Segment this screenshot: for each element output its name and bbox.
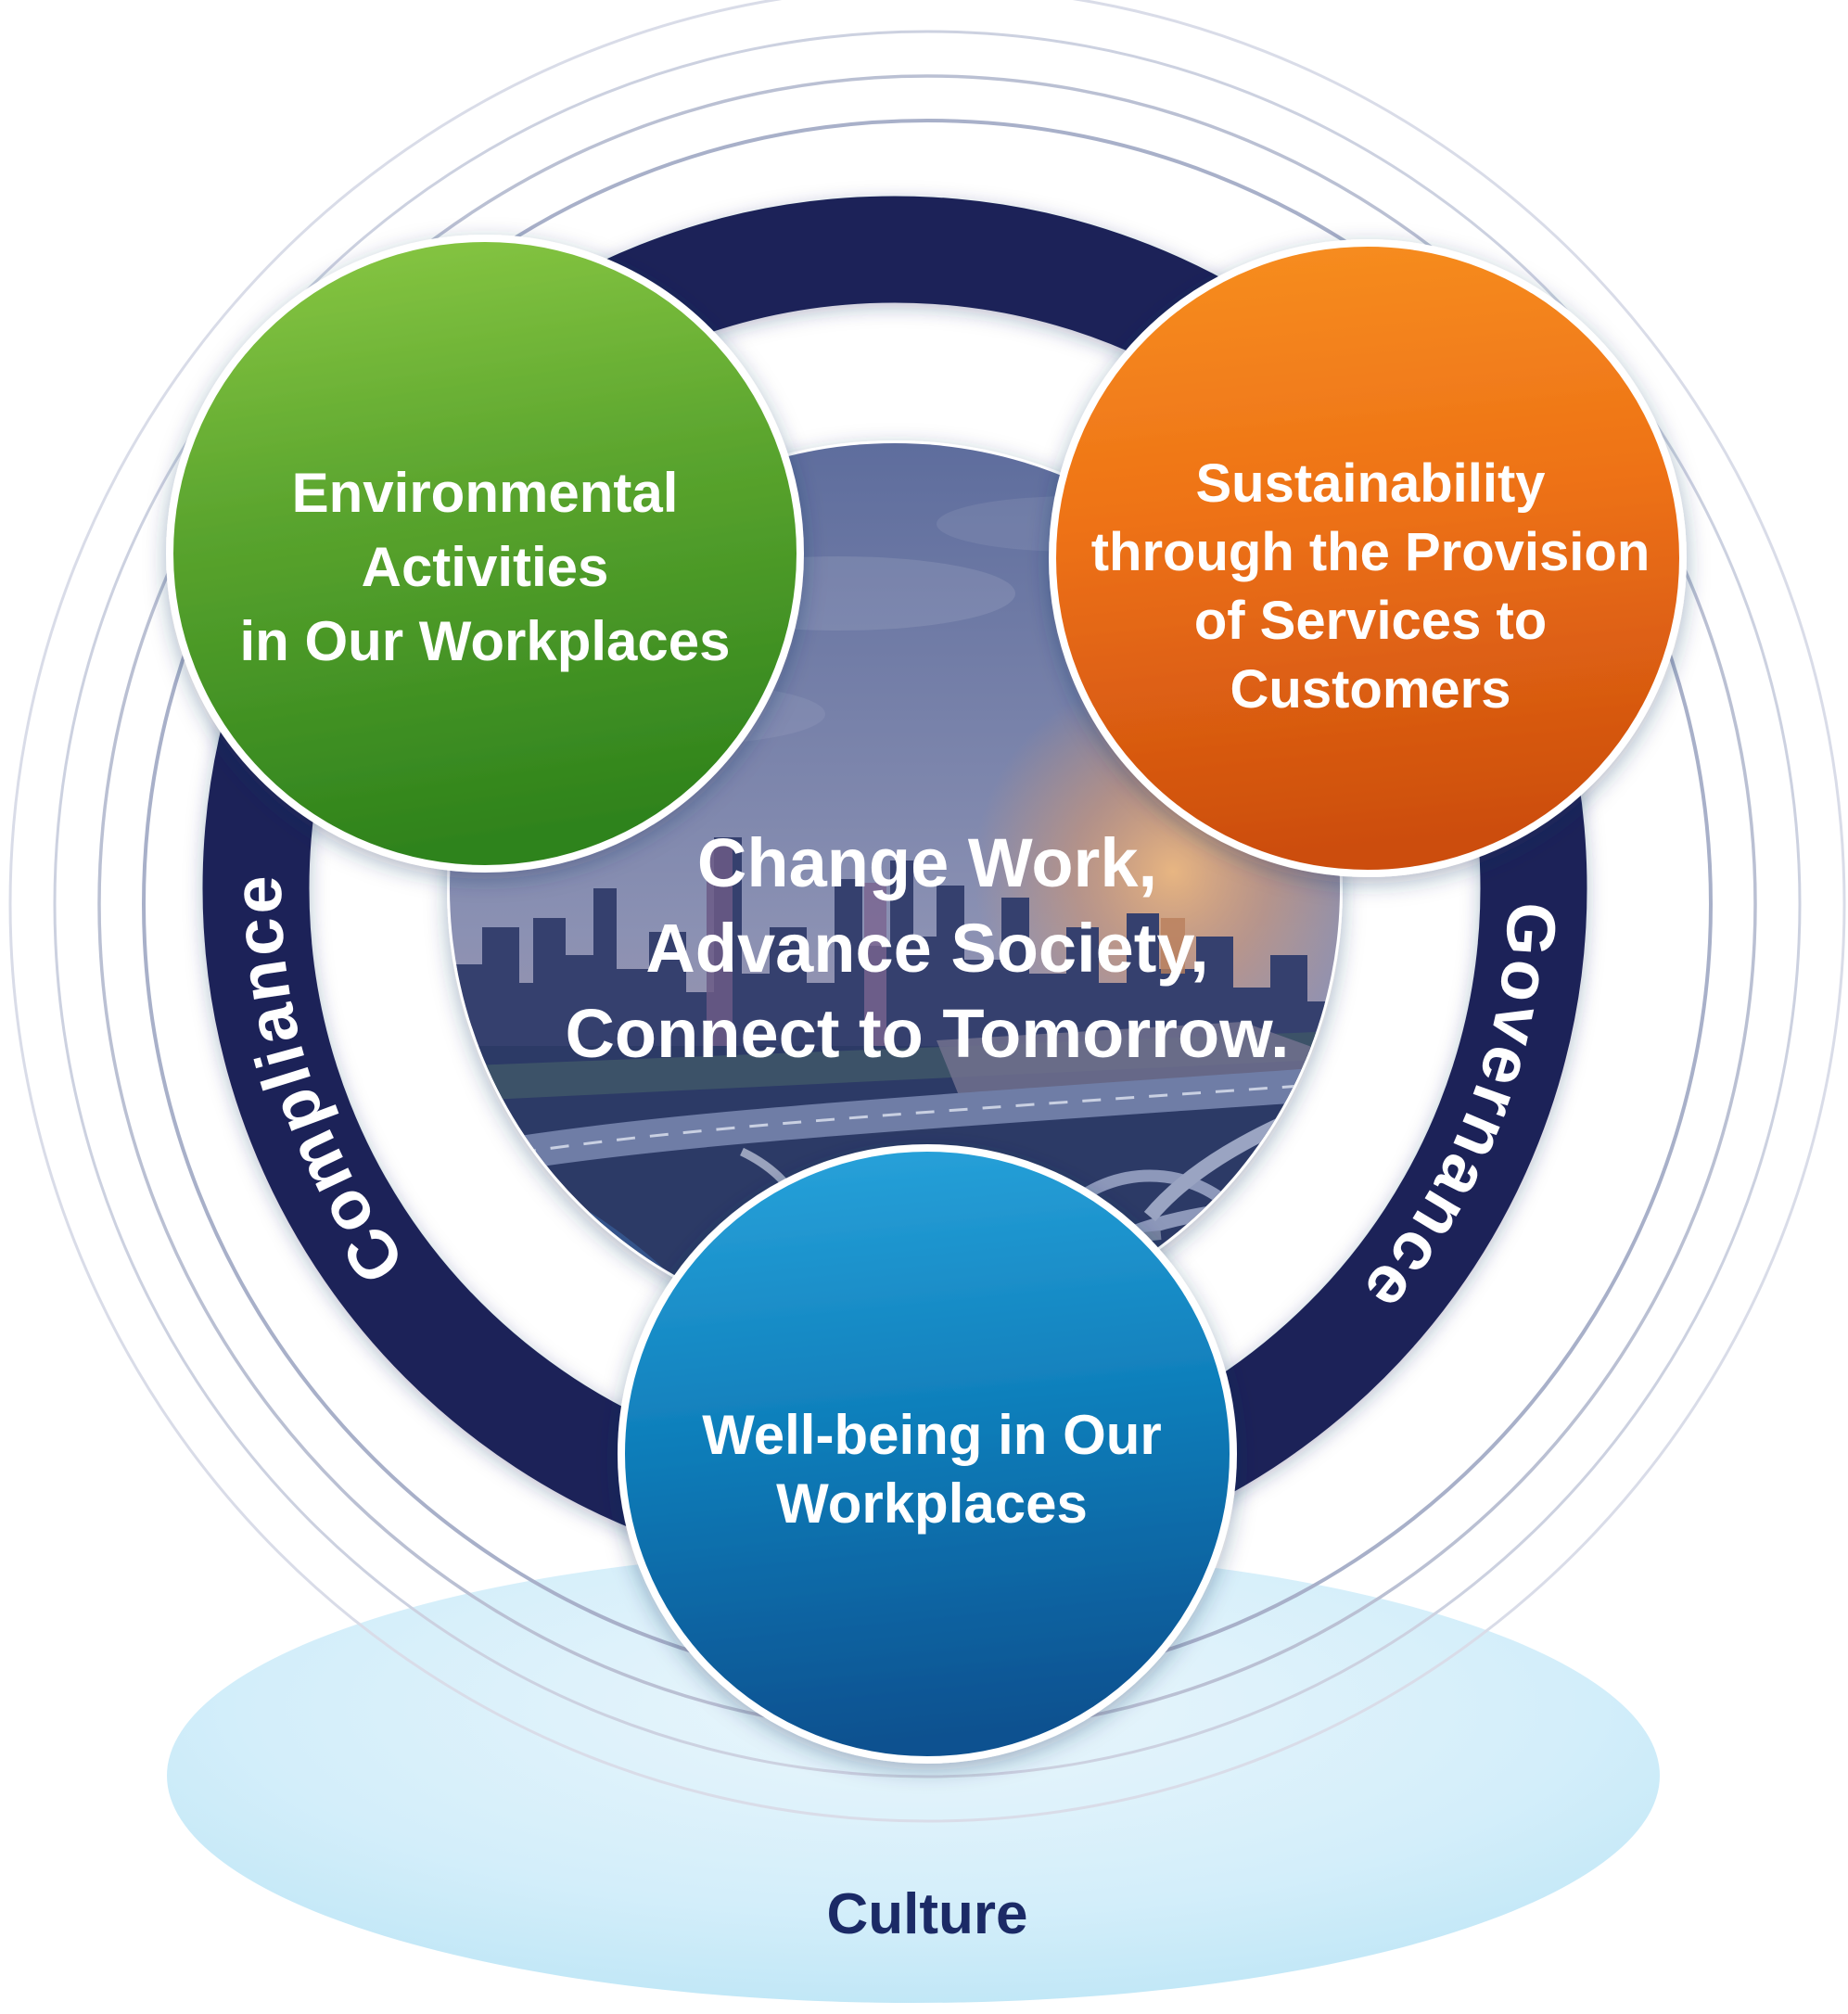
wellbeing-circle-group: Well-being in Our Workplaces — [618, 1144, 1237, 1764]
photo-lit-tower-3 — [1161, 918, 1185, 974]
photo-highway — [450, 1066, 1340, 1180]
orbit-circle-3 — [53, 30, 1802, 1778]
photo-lit-tower-2 — [864, 883, 886, 1050]
photo-lit-tower-1 — [707, 844, 733, 1052]
motto: Change Work, Advance Society, Connect to… — [565, 824, 1289, 1072]
orbit-circle-4 — [8, 0, 1846, 1823]
photo-skyline-silhouette — [450, 837, 1340, 1057]
services-label-line-3: of Services to — [1194, 591, 1547, 651]
services-label-line-4: Customers — [1230, 659, 1511, 720]
environment-label-line-1: Environmental — [292, 462, 679, 524]
environment-circle-group: Environmental Activities in Our Workplac… — [166, 235, 804, 873]
motto-line-3: Connect to Tomorrow. — [565, 995, 1289, 1072]
services-label-line-2: through the Provision — [1091, 522, 1650, 582]
services-circle — [1049, 239, 1687, 877]
services-circle-group: Sustainability through the Provision of … — [1049, 239, 1687, 877]
wellbeing-label-line-2: Workplaces — [776, 1472, 1088, 1535]
ring-label-compliance: Compliance — [219, 873, 419, 1297]
motto-line-1: Change Work, — [697, 824, 1157, 901]
motto-line-2: Advance Society, — [645, 910, 1208, 987]
culture-label: Culture — [827, 1882, 1028, 1946]
ring-label-compliance-text: Compliance — [219, 873, 416, 1297]
environment-label-line-3: in Our Workplaces — [239, 610, 730, 672]
environment-label-line-2: Activities — [362, 536, 609, 598]
wellbeing-circle — [618, 1144, 1237, 1764]
environment-circle — [166, 235, 804, 873]
services-label-line-1: Sustainability — [1195, 453, 1545, 514]
wellbeing-label-line-1: Well-being in Our — [702, 1404, 1162, 1466]
